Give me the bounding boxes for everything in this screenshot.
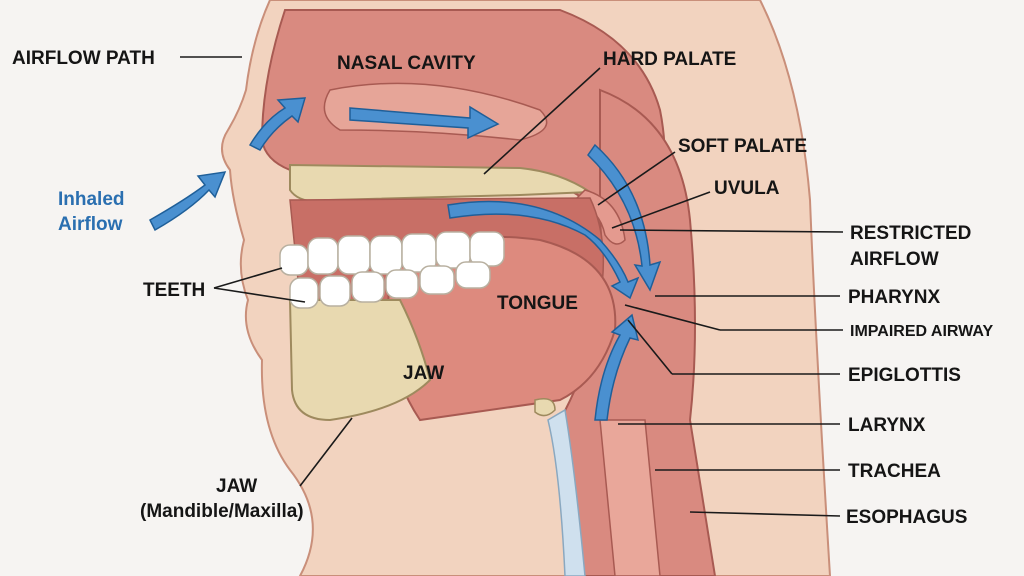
label-restricted-airflow-line2: AIRFLOW: [850, 249, 939, 270]
label-esophagus: ESOPHAGUS: [846, 507, 967, 528]
label-airflow: Airflow: [58, 214, 123, 235]
label-uvula: UVULA: [714, 178, 780, 199]
airflow-arrow-palate: [447, 200, 640, 300]
jaw-bone: [288, 299, 432, 422]
leader-lines: [180, 56, 844, 517]
teeth: [279, 231, 505, 309]
label-tongue: TONGUE: [497, 293, 578, 314]
airflow-arrow-nose: [248, 97, 307, 151]
label-teeth: TEETH: [143, 280, 205, 301]
airflow-arrow-nasal: [349, 105, 500, 140]
label-epiglottis: EPIGLOTTIS: [848, 365, 961, 386]
label-nasal-cavity: NASAL CAVITY: [337, 53, 476, 74]
label-airflow-path: AIRFLOW PATH: [12, 48, 155, 69]
label-soft-palate: SOFT PALATE: [678, 136, 807, 157]
label-pharynx: PHARYNX: [848, 287, 941, 308]
label-inhaled: Inhaled: [58, 189, 125, 210]
label-trachea: TRACHEA: [848, 461, 941, 482]
label-hard-palate: HARD PALATE: [603, 49, 736, 70]
label-jaw-bottom: JAW: [216, 476, 257, 497]
esophagus: [547, 408, 586, 576]
epiglottis: [534, 398, 556, 417]
inhaled-airflow-arrow: [149, 171, 227, 232]
label-larynx: LARYNX: [848, 415, 926, 436]
label-impaired-airway: IMPAIRED AIRWAY: [850, 323, 993, 340]
trachea: [599, 419, 661, 576]
label-mandible-maxilla: (Mandible/Maxilla): [140, 501, 304, 522]
airflow-arrow-pharynx: [587, 143, 662, 292]
label-jaw: JAW: [403, 363, 444, 384]
hard-palate: [289, 163, 594, 203]
label-restricted-airflow-line1: RESTRICTED: [850, 223, 971, 244]
